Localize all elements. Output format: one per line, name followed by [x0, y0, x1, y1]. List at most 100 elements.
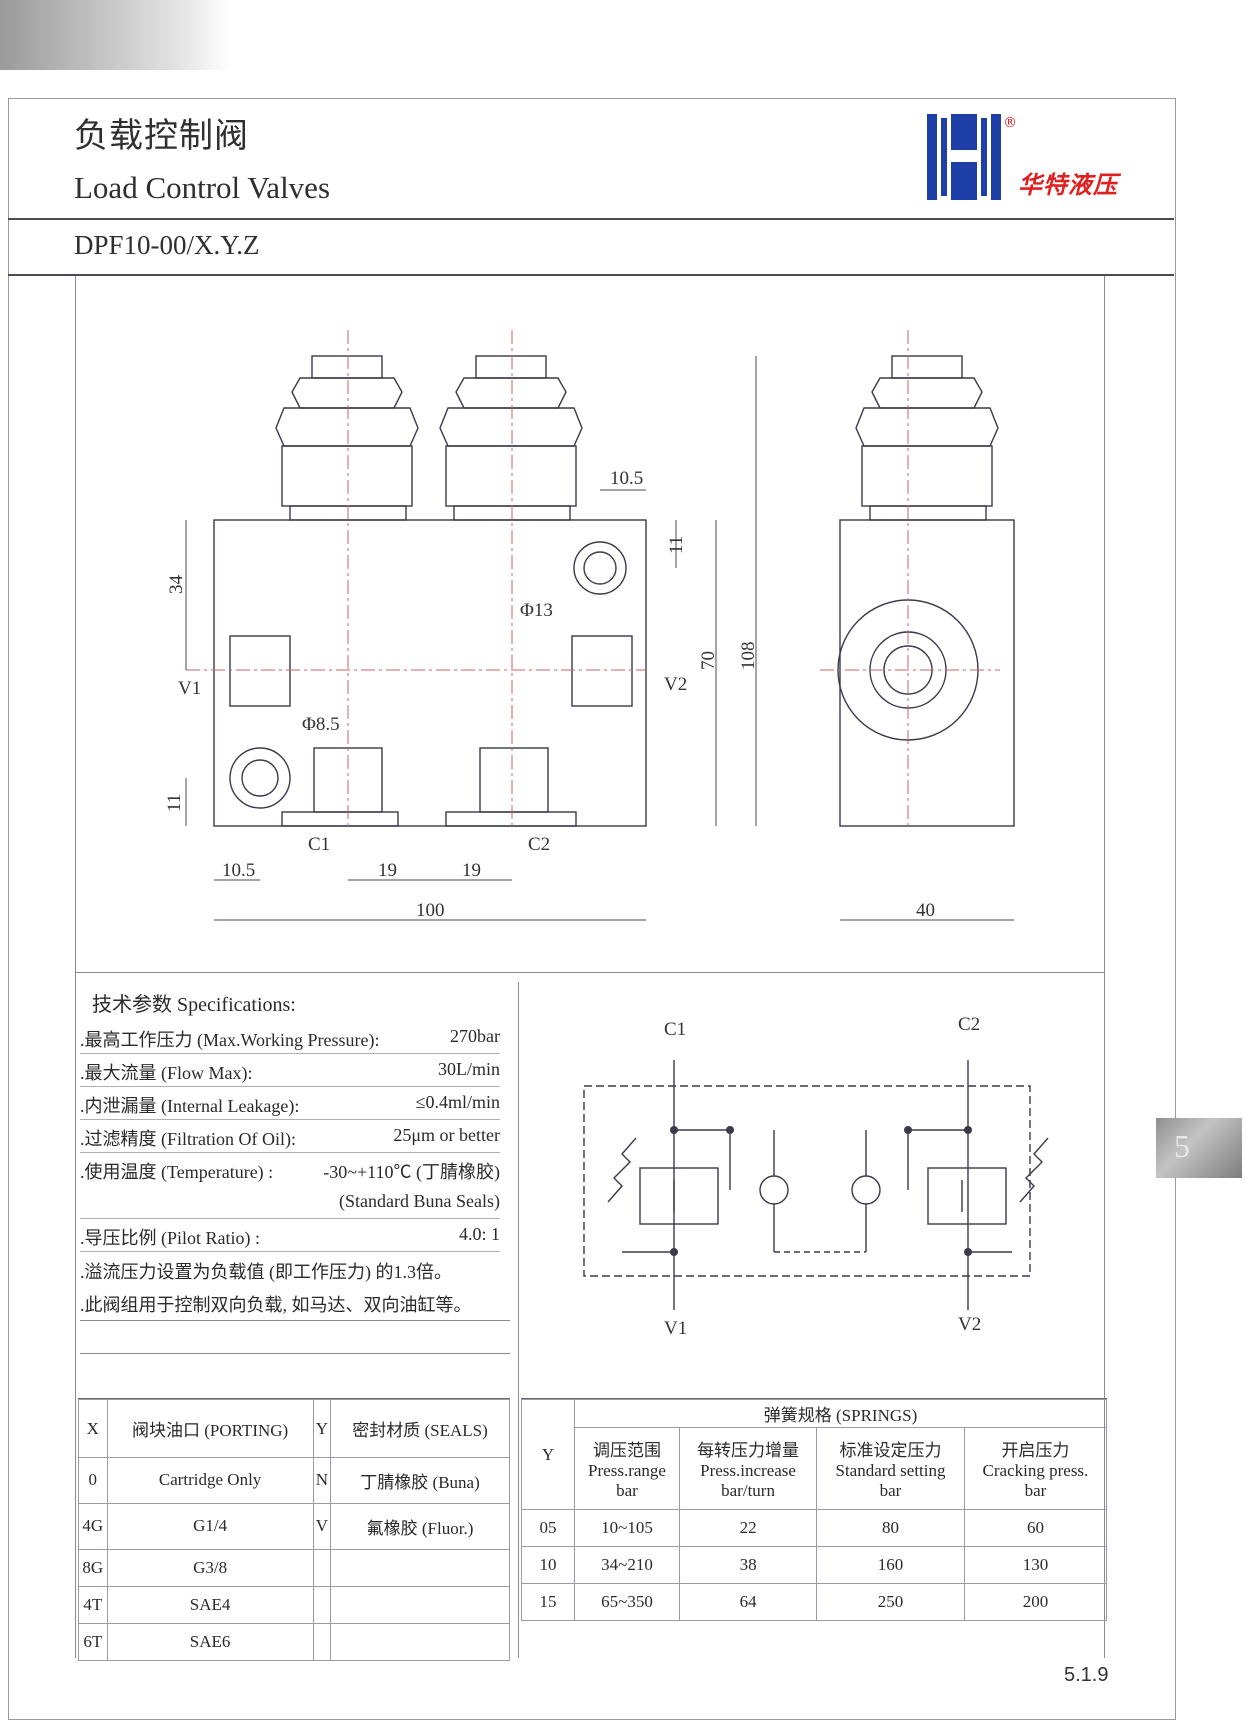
cell: Cartridge Only [106, 1457, 314, 1504]
spec-label: .导压比例 (Pilot Ratio) : [80, 1228, 260, 1248]
spec-rule [80, 1353, 510, 1354]
section-tab-label: 5 [1174, 1128, 1190, 1164]
cell: 160 [816, 1546, 965, 1584]
cell: N [312, 1457, 332, 1504]
header-divider [8, 218, 1174, 220]
dim-70: 70 [698, 651, 719, 670]
cartridge-middle [439, 355, 583, 521]
check-valve-left [759, 1175, 789, 1205]
spec-value: 4.0: 1 [458, 1224, 500, 1244]
col-header-x: X [78, 1399, 108, 1458]
header-en: Cracking press. [982, 1461, 1089, 1480]
cell: 8G [78, 1548, 108, 1587]
page-number: 5.1.9 [1064, 1664, 1109, 1686]
spec-row-temperature: .使用温度 (Temperature) : -30~+110℃ (丁腈橡胶) [80, 1152, 500, 1185]
scan-shadow [0, 0, 230, 70]
spec-row-leakage: .内泄漏量 (Internal Leakage):≤0.4ml/min [80, 1086, 500, 1120]
registered-mark: ® [1003, 115, 1017, 131]
spec-row-pilot: .导压比例 (Pilot Ratio) : 4.0: 1 [80, 1218, 500, 1252]
cell [312, 1622, 332, 1662]
port-label-c2: C2 [528, 834, 550, 855]
spec-title: 技术参数 Specifications: [92, 994, 296, 1016]
col-header-porting: 阀块油口 (PORTING) [106, 1399, 314, 1458]
cell [330, 1585, 510, 1624]
spec-label: .过滤精度 (Filtration Of Oil): [80, 1129, 296, 1149]
cell: 4T [78, 1585, 108, 1624]
cell: 丁腈橡胶 (Buna) [330, 1457, 510, 1504]
spec-row-temp-note: (Standard Buna Seals) [80, 1185, 500, 1219]
dim-19-a: 19 [378, 860, 397, 881]
dim-phi8-5: Φ8.5 [302, 714, 340, 735]
port-label-v1: V1 [178, 678, 201, 699]
table-row: 10 34~210 38 160 130 [521, 1546, 1108, 1584]
header-en: Press.increase [700, 1461, 796, 1480]
spec-row-flow: .最大流量 (Flow Max):30L/min [80, 1053, 500, 1087]
table-row: 15 65~350 64 250 200 [521, 1583, 1108, 1621]
table-row: 4T SAE4 [78, 1585, 510, 1624]
dim-11-bottom: 11 [164, 794, 185, 812]
cell: 130 [963, 1546, 1108, 1584]
header-cn: 标准设定压力 [839, 1441, 942, 1460]
cell: V [312, 1502, 332, 1550]
cell: 38 [679, 1546, 818, 1584]
hydraulic-schematic: C1 C2 V1 V2 [583, 1014, 1049, 1339]
dim-108: 108 [738, 642, 759, 671]
cell: 15 [521, 1583, 575, 1621]
technical-drawing: 10.5 11 34 70 108 11 10.5 19 19 100 40 Φ… [164, 330, 1015, 921]
porting-table: X 阀块油口 (PORTING) Y 密封材质 (SEALS) 0 Cartri… [78, 1398, 510, 1662]
cell: 10 [521, 1546, 575, 1584]
cartridge-left [275, 355, 419, 521]
table-row: 05 10~105 22 80 60 [521, 1509, 1108, 1547]
cell [330, 1548, 510, 1587]
dim-19-b: 19 [462, 860, 481, 881]
cell: 05 [521, 1509, 575, 1547]
cell: 氟橡胶 (Fluor.) [330, 1502, 510, 1550]
model-divider [8, 274, 1174, 276]
col-header-y: Y [521, 1399, 575, 1510]
spec-label: .最高工作压力 (Max.Working Pressure): [80, 1030, 380, 1050]
table-row: 4G G1/4 V 氟橡胶 (Fluor.) [78, 1502, 510, 1550]
spec-rule [80, 1320, 510, 1321]
cell [330, 1622, 510, 1662]
spec-row-filtration: .过滤精度 (Filtration Of Oil): 25μm or better [80, 1119, 500, 1153]
cell: 65~350 [573, 1583, 681, 1621]
right-rule [1104, 276, 1105, 1658]
relief-valve-right [927, 1167, 1007, 1225]
spec-value: 270bar [450, 1026, 500, 1046]
cell: 4G [78, 1502, 108, 1550]
spec-value: -30~+110℃ (丁腈橡胶) [323, 1162, 500, 1182]
schematic-boundary [583, 1085, 1031, 1277]
dim-40: 40 [916, 900, 935, 921]
section-tab: 5 [1156, 1118, 1242, 1178]
schematic-c2: C2 [958, 1014, 980, 1035]
mid-rule [518, 982, 519, 1658]
header-unit: bar [879, 1481, 902, 1500]
spec-value: ≤0.4ml/min [415, 1092, 500, 1112]
cell: G3/8 [106, 1548, 314, 1587]
header-cn: 调压范围 [593, 1441, 661, 1460]
header-en: Press.range [588, 1461, 666, 1480]
col-header-seals: 密封材质 (SEALS) [330, 1399, 510, 1458]
header-unit: bar [616, 1481, 638, 1500]
spec-top-rule [75, 972, 1105, 973]
schematic-c1: C1 [664, 1019, 686, 1040]
check-valve-right [851, 1175, 881, 1205]
valve-body-front [213, 519, 647, 827]
header-unit: bar [1024, 1481, 1047, 1500]
spec-label: .使用温度 (Temperature) : [80, 1162, 274, 1182]
cell: 60 [963, 1509, 1108, 1547]
header-unit: bar/turn [721, 1481, 775, 1500]
col-header-y: Y [312, 1399, 332, 1458]
table-row: 8G G3/8 [78, 1548, 510, 1587]
header-cn: 开启压力 [1001, 1441, 1070, 1460]
spec-note-usage: .此阀组用于控制双向负载, 如马达、双向油缸等。 [80, 1295, 472, 1315]
header-en: Standard setting [835, 1461, 946, 1480]
table-row: 0 Cartridge Only N 丁腈橡胶 (Buna) [78, 1457, 510, 1504]
port-label-v2: V2 [664, 674, 687, 695]
spec-value: 25μm or better [393, 1125, 500, 1145]
dim-phi13: Φ13 [520, 600, 553, 621]
